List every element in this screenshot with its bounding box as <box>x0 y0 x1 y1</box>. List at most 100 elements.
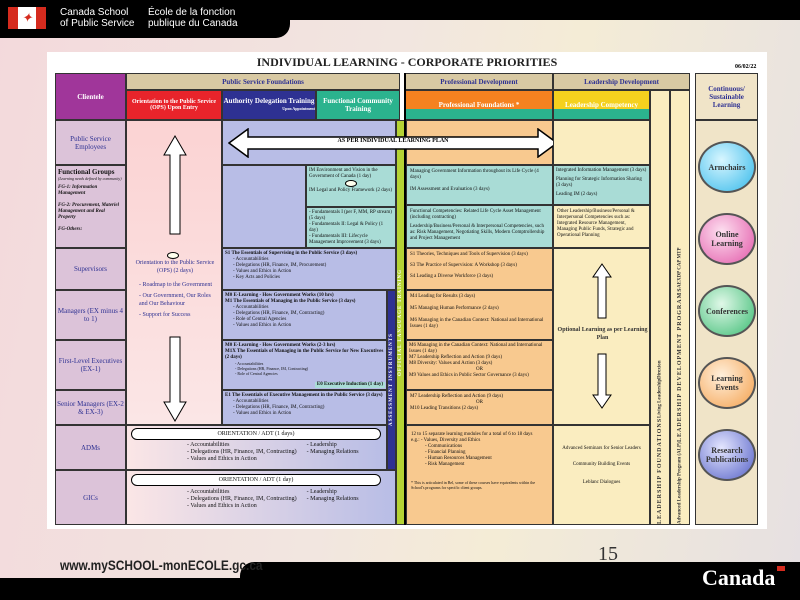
course-item: - Values and Ethics in Action <box>233 411 292 416</box>
course-item: - Managing Relations <box>306 496 359 502</box>
pse-lc-cell <box>553 120 650 165</box>
ops-title: Orientation to the Public Service (OPS) … <box>135 260 215 274</box>
clientele-ex2-3: Senior Managers (EX-2 & EX-3) <box>55 390 126 425</box>
course-item: - Human Resources Management <box>425 456 492 461</box>
fg1-label: FG-1: Information Management <box>58 185 98 196</box>
course-item: - Delegations (HR, Finance, IM, Contract… <box>233 405 325 410</box>
course-item: Integrated Information Management (3 day… <box>556 168 647 173</box>
adm-items: - Accountabilities- Delegations (HR, Fin… <box>187 442 359 463</box>
header-psf: Public Service Foundations <box>126 73 400 90</box>
gic-items: - Accountabilities- Delegations (HR, Fin… <box>187 489 359 510</box>
ops-column: Orientation to the Public Service (OPS) … <box>126 120 222 425</box>
header-csl: Continuous/ Sustainable Learning <box>695 73 758 120</box>
wordmark-flag-icon <box>777 566 785 571</box>
circle-research-publications: Research Publications <box>698 429 756 481</box>
course-title: M0 E-Learning - How Government Works (2-… <box>225 343 336 348</box>
course-item: M6 Managing in the Canadian Context: Nat… <box>409 343 543 354</box>
ops-item: - Roadmap to the Government <box>139 282 212 288</box>
subheader-fct: Functional Community Training <box>316 90 400 120</box>
ops-items: - Roadmap to the Government - Our Govern… <box>139 281 219 319</box>
optional-learning-cell: Optional Learning as per Learning Plan <box>553 248 650 425</box>
course-item: - Delegations (HR, Finance, IM, Contract… <box>233 311 325 316</box>
canada-wordmark: Canada <box>702 565 776 590</box>
managers-pd-cell: M4 Leading for Results (3 days)M5 Managi… <box>406 290 553 340</box>
direxion-label: Direxion <box>657 360 663 379</box>
ex1-pd-cell: M6 Managing in the Canadian Context: Nat… <box>406 340 553 390</box>
clientele-managers: Managers (EX minus 4 to 1) <box>55 290 126 340</box>
course-item: Managing Government Information througho… <box>410 169 539 180</box>
ldp-label: LEADERSHIP DEVELOPMENT PROGRAMS <box>677 287 683 443</box>
footnote: * This is articulated in Bel, some of th… <box>411 480 536 490</box>
course-item: - Fundamentals III: Lifecycle Management… <box>309 234 381 245</box>
adm-orientation-cell: ORIENTATION / ADT (1 days) - Accountabil… <box>126 425 387 470</box>
or-label: OR <box>476 367 483 372</box>
course-item: - Accountabilities <box>187 489 230 495</box>
fg-note: (Learning needs defined by community) <box>58 176 122 181</box>
down-arrow-icon <box>592 353 612 409</box>
clientele-supervisors: Supervisors <box>55 248 126 290</box>
footer-url[interactable]: www.mySCHOOL-monECOLE.gc.ca <box>60 557 263 573</box>
fg-title: Functional Groups <box>58 168 115 176</box>
course-item: - Leadership <box>306 489 337 495</box>
executive-induction: E0 Executive Induction (1 day) <box>314 382 385 388</box>
header-ld: Leadership Development <box>553 73 690 90</box>
clientele-functional-groups: Functional Groups (Learning needs define… <box>55 165 126 248</box>
assessment-instruments-bar: ASSESSMENT INSTRUMENTS <box>387 290 396 470</box>
course-item: - Accountabilities <box>233 305 269 310</box>
course-item: - Role of Central Agencies <box>235 371 278 376</box>
org-en-line1: Canada School <box>60 7 129 18</box>
course-item: M6 Managing in the Canadian Context: Nat… <box>410 318 544 329</box>
living-leadership-label: Living Leadership <box>657 378 663 418</box>
org-fr-line1: École de la fonction <box>148 7 236 18</box>
fg-adt-cell <box>222 165 306 248</box>
leadership-development-programs-strip: Advanced Leadership Program (ALP)LEADERS… <box>670 90 690 525</box>
managers-adt-cell: M0 E-Learning - How Government Works (10… <box>222 290 387 340</box>
ex1-adt-cell: M0 E-Learning - How Government Works (2-… <box>222 340 387 390</box>
course-item: Leadership/Business/Personal & Interpers… <box>410 224 545 241</box>
clientele-adms: ADMs <box>55 425 126 470</box>
fg-others-label: FG-Others: <box>58 227 83 232</box>
subheader-pf: Professional Foundations * <box>405 90 553 120</box>
course-item: - Accountabilities <box>235 361 264 366</box>
alp-label: Advanced Leadership Program (ALP) <box>677 442 683 524</box>
course-item: - Key Acts and Policies <box>233 275 280 280</box>
fg2-label: FG-2: Procurement, Materiel Management a… <box>58 203 119 220</box>
ex23-pd-cell: M7 Leadership Reflection and Action (9 d… <box>406 390 553 425</box>
ex23-adt-cell: E1 The Essentials of Executive Managemen… <box>222 390 387 425</box>
page-number: 15 <box>598 543 618 565</box>
ops-item: - Our Government, Our Roles and Our Beha… <box>139 293 211 307</box>
course-item: 12 to 15 separate learning modules for a… <box>411 432 533 437</box>
clientele-pse: Public Service Employees <box>55 120 126 165</box>
course-item: - Managing Relations <box>306 449 359 455</box>
adm-orientation-arrow: ORIENTATION / ADT (1 days) <box>131 428 381 440</box>
course-item: - Risk Management <box>425 462 465 467</box>
course-item: M7 Leadership Reflection and Action (9 d… <box>410 394 504 399</box>
course-item: - Role of Central Agencies <box>233 317 287 322</box>
course-item: - Accountabilities <box>187 442 230 448</box>
course-item: - Values and Ethics in Action <box>233 323 292 328</box>
course-item: IM Assessment and Evaluation (3 days) <box>410 187 490 192</box>
cap-label: AEXDP CAP MTP <box>677 247 683 288</box>
leadership-foundations-label: LEADERSHIP FOUNDATIONS <box>657 417 663 524</box>
course-item: - Delegations (HR, Finance, IM, Procurem… <box>233 263 327 268</box>
course-item: - Delegations (HR, Finance, IM, Contract… <box>235 366 309 371</box>
course-title: M1X The Essentials of Managing in the Pu… <box>225 349 384 360</box>
org-fr-line2: publique du Canada <box>148 18 238 29</box>
fg2-pd-cell: Functional Competencies: Related Life Cy… <box>406 205 553 248</box>
up-arrow-icon <box>592 263 612 319</box>
new-badge-icon <box>167 251 179 259</box>
course-item: M10 Leading Transitions (2 days) <box>410 406 479 411</box>
up-arrow-icon <box>163 135 187 235</box>
course-item: - Delegations (HR, Finance, IM, Contract… <box>187 496 297 502</box>
course-item: Functional Competencies: Related Life Cy… <box>410 209 541 220</box>
gic-orientation-cell: ORIENTATION / ADT (1 day) - Accountabili… <box>126 470 396 525</box>
learning-plan-arrow: AS PER INDIVIDUAL LEARNING PLAN <box>228 128 558 158</box>
course-item: Community Building Events <box>572 462 631 467</box>
circle-learning-events: Learning Events <box>698 357 756 409</box>
course-title: M1 The Essentials of Managing in the Pub… <box>225 299 356 304</box>
optional-learning-label: Optional Learning as per Learning Plan <box>557 327 648 341</box>
header-logo-block <box>0 0 290 38</box>
clientele-gics: GICs <box>55 470 126 525</box>
